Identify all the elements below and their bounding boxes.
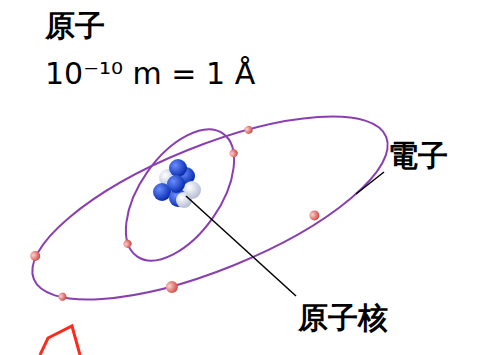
size-label: 10⁻¹⁰ m = 1 Å <box>45 56 255 92</box>
electron-label: 電子 <box>388 138 448 174</box>
leader-line <box>356 172 384 194</box>
inner-orbit <box>104 111 256 280</box>
leader-line <box>186 196 296 296</box>
atom-label: 原子 <box>45 8 105 44</box>
nucleus <box>153 159 201 208</box>
nucleus-label: 原子核 <box>298 300 388 336</box>
outer-orbit <box>11 79 411 339</box>
red-bracket <box>40 326 80 355</box>
